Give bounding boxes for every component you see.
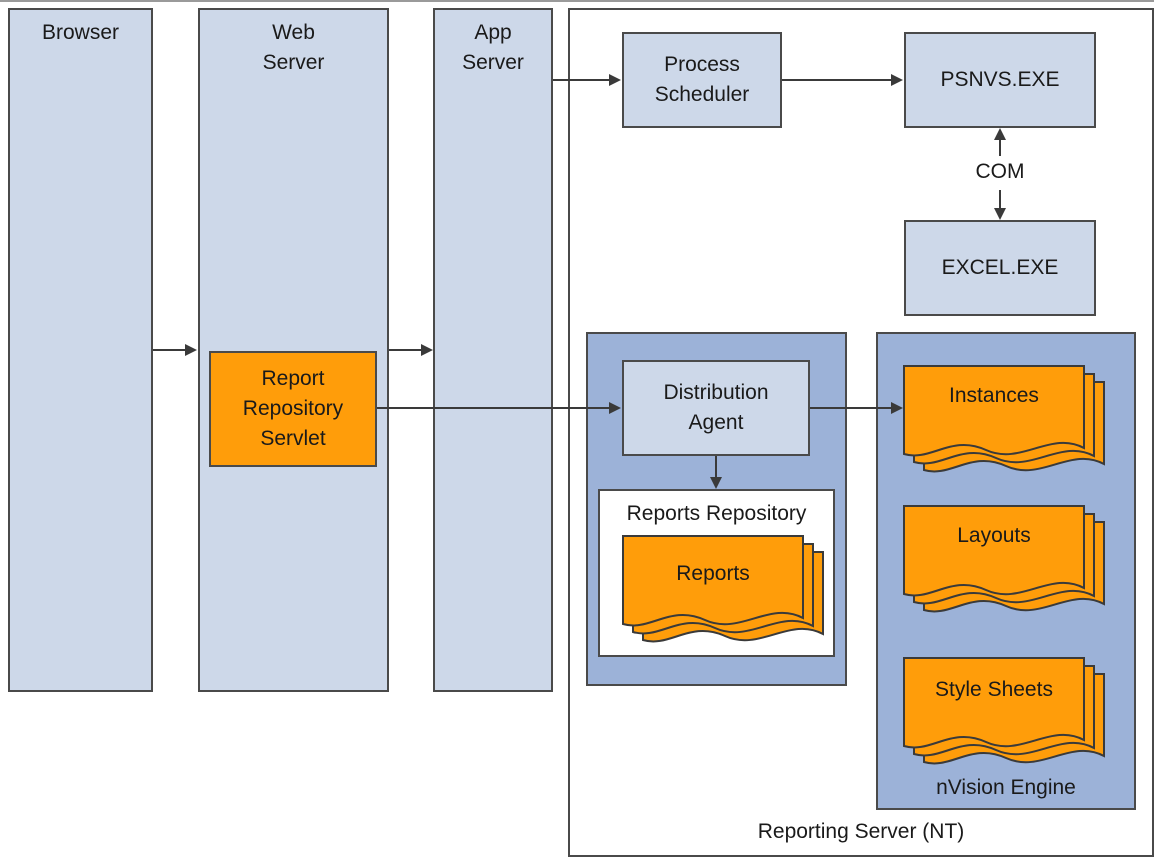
nvision-engine-label: nVision Engine — [936, 776, 1076, 799]
instances-label: Instances — [949, 384, 1039, 407]
layouts-document — [903, 505, 1105, 613]
process-scheduler: Process Scheduler — [622, 32, 782, 128]
app-server-column: App Server — [433, 8, 553, 692]
reports-repository-label: Reports Repository — [626, 502, 807, 525]
excel-exe: EXCEL.EXE — [904, 220, 1096, 316]
report-repository-servlet: Report Repository Servlet — [209, 351, 377, 467]
style-sheets-document — [903, 657, 1105, 765]
style-sheets-label: Style Sheets — [935, 678, 1053, 701]
reports-label: Reports — [676, 562, 750, 585]
com-label: COM — [975, 160, 1025, 183]
browser-label: Browser — [41, 21, 120, 44]
reports-document — [622, 535, 824, 643]
layouts-label: Layouts — [957, 524, 1031, 547]
web-server-label: Web Server — [262, 21, 325, 74]
top-divider — [0, 0, 1154, 2]
app-server-label: App Server — [462, 21, 524, 74]
browser-column: Browser — [8, 8, 153, 692]
web-server-column: Web Server — [198, 8, 389, 692]
instances-document — [903, 365, 1105, 473]
psnvs-exe: PSNVS.EXE — [904, 32, 1096, 128]
distribution-agent: Distribution Agent — [622, 360, 810, 456]
reporting-server-label: Reporting Server (NT) — [757, 820, 965, 843]
